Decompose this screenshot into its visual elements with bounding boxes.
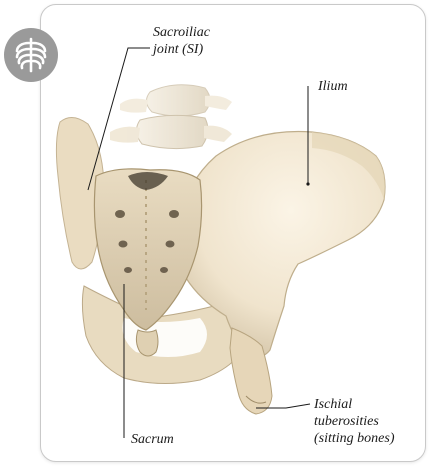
lumbar-vertebrae	[110, 85, 232, 149]
label-ischial-line3: (sitting bones)	[314, 430, 395, 447]
label-ischial-tuberosities: Ischial tuberosities (sitting bones)	[314, 396, 395, 447]
label-sacroiliac: Sacroiliac joint (SI)	[153, 24, 210, 58]
coccyx	[136, 330, 158, 356]
label-ischial-line1: Ischial	[314, 396, 395, 413]
label-ischial-line2: tuberosities	[314, 413, 395, 430]
label-sacroiliac-line1: Sacroiliac	[153, 24, 210, 41]
label-sacroiliac-line2: joint (SI)	[153, 41, 210, 58]
label-sacrum: Sacrum	[131, 431, 174, 448]
label-ilium: Ilium	[318, 78, 348, 95]
